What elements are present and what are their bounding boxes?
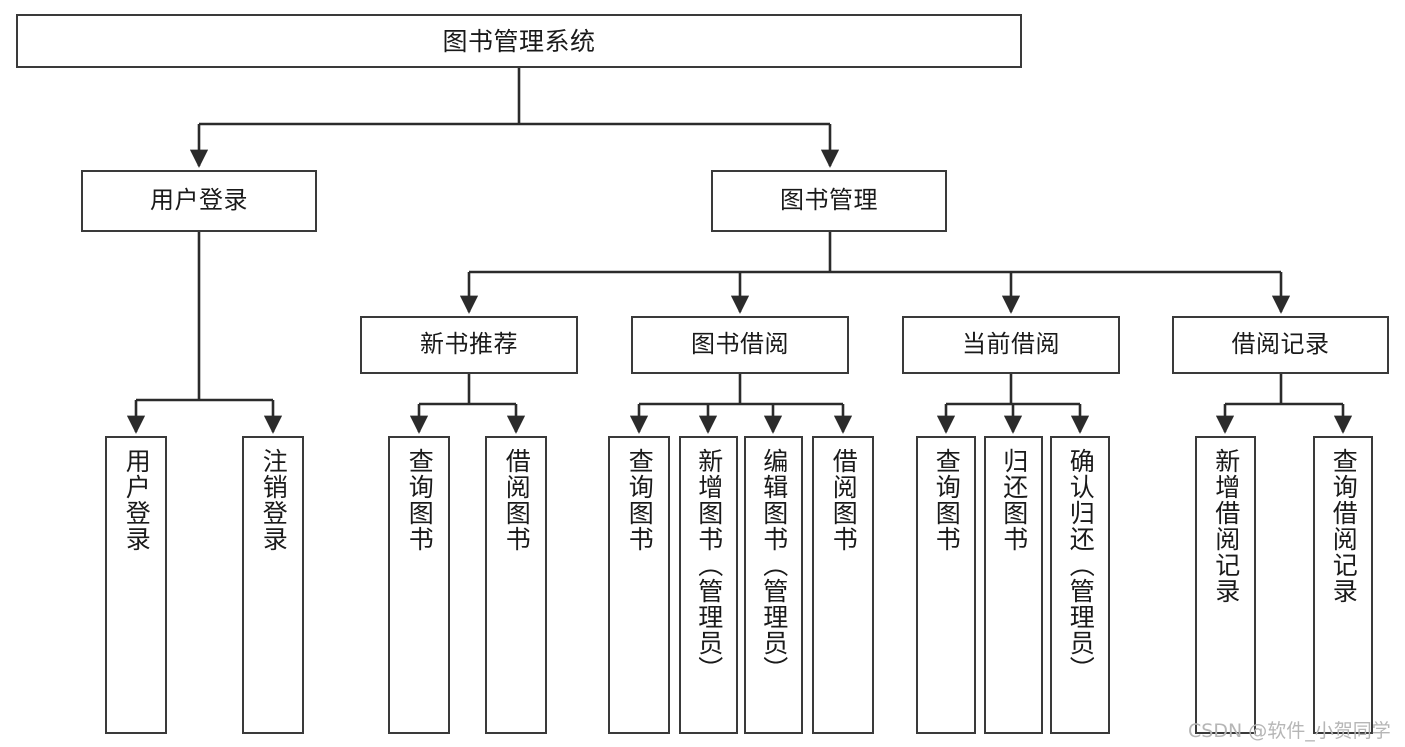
node-borrow-record[interactable]: 借阅记录: [1172, 316, 1389, 374]
node-current-borrow[interactable]: 当前借阅: [902, 316, 1120, 374]
node-leaf-add-book-admin[interactable]: 新增图书（管理员）: [679, 436, 738, 734]
node-leaf-edit-book-admin-label: 编辑图书（管理员）: [759, 448, 789, 682]
node-leaf-confirm-return-admin-label: 确认归还（管理员）: [1066, 448, 1096, 682]
node-leaf-query-book-borrow[interactable]: 查询图书: [608, 436, 670, 734]
node-leaf-borrow-book-rec-label: 借阅图书: [502, 448, 532, 552]
node-leaf-user-logout[interactable]: 注销登录: [242, 436, 304, 734]
node-user-login[interactable]: 用户登录: [81, 170, 317, 232]
node-leaf-borrow-book-label: 借阅图书: [829, 448, 859, 552]
node-book-borrow[interactable]: 图书借阅: [631, 316, 849, 374]
node-root-label: 图书管理系统: [442, 26, 596, 56]
node-leaf-user-login-label: 用户登录: [122, 448, 152, 552]
node-leaf-return-book[interactable]: 归还图书: [984, 436, 1043, 734]
node-root[interactable]: 图书管理系统: [16, 14, 1022, 68]
node-leaf-query-book-rec[interactable]: 查询图书: [388, 436, 450, 734]
node-leaf-query-book-current[interactable]: 查询图书: [916, 436, 976, 734]
node-leaf-query-book-borrow-label: 查询图书: [625, 448, 655, 552]
node-leaf-query-borrow-record[interactable]: 查询借阅记录: [1313, 436, 1373, 734]
node-leaf-query-book-rec-label: 查询图书: [405, 448, 435, 552]
node-leaf-add-borrow-record-label: 新增借阅记录: [1211, 448, 1241, 604]
node-leaf-query-borrow-record-label: 查询借阅记录: [1329, 448, 1359, 604]
node-book-manage-label: 图书管理: [780, 186, 878, 215]
node-user-login-label: 用户登录: [150, 186, 248, 215]
node-leaf-borrow-book[interactable]: 借阅图书: [812, 436, 874, 734]
node-new-book-recommend-label: 新书推荐: [420, 330, 518, 359]
node-leaf-user-logout-label: 注销登录: [259, 448, 289, 552]
node-book-manage[interactable]: 图书管理: [711, 170, 947, 232]
node-book-borrow-label: 图书借阅: [691, 330, 789, 359]
node-current-borrow-label: 当前借阅: [962, 330, 1060, 359]
node-new-book-recommend[interactable]: 新书推荐: [360, 316, 578, 374]
csdn-watermark: CSDN @软件_小贺同学: [1188, 720, 1391, 742]
node-leaf-confirm-return-admin[interactable]: 确认归还（管理员）: [1050, 436, 1110, 734]
node-borrow-record-label: 借阅记录: [1231, 330, 1330, 359]
node-leaf-edit-book-admin[interactable]: 编辑图书（管理员）: [744, 436, 803, 734]
node-leaf-user-login[interactable]: 用户登录: [105, 436, 167, 734]
node-leaf-borrow-book-rec[interactable]: 借阅图书: [485, 436, 547, 734]
node-leaf-return-book-label: 归还图书: [999, 448, 1029, 552]
node-leaf-query-book-current-label: 查询图书: [932, 448, 962, 552]
node-leaf-add-borrow-record[interactable]: 新增借阅记录: [1195, 436, 1256, 734]
node-leaf-add-book-admin-label: 新增图书（管理员）: [694, 448, 724, 682]
